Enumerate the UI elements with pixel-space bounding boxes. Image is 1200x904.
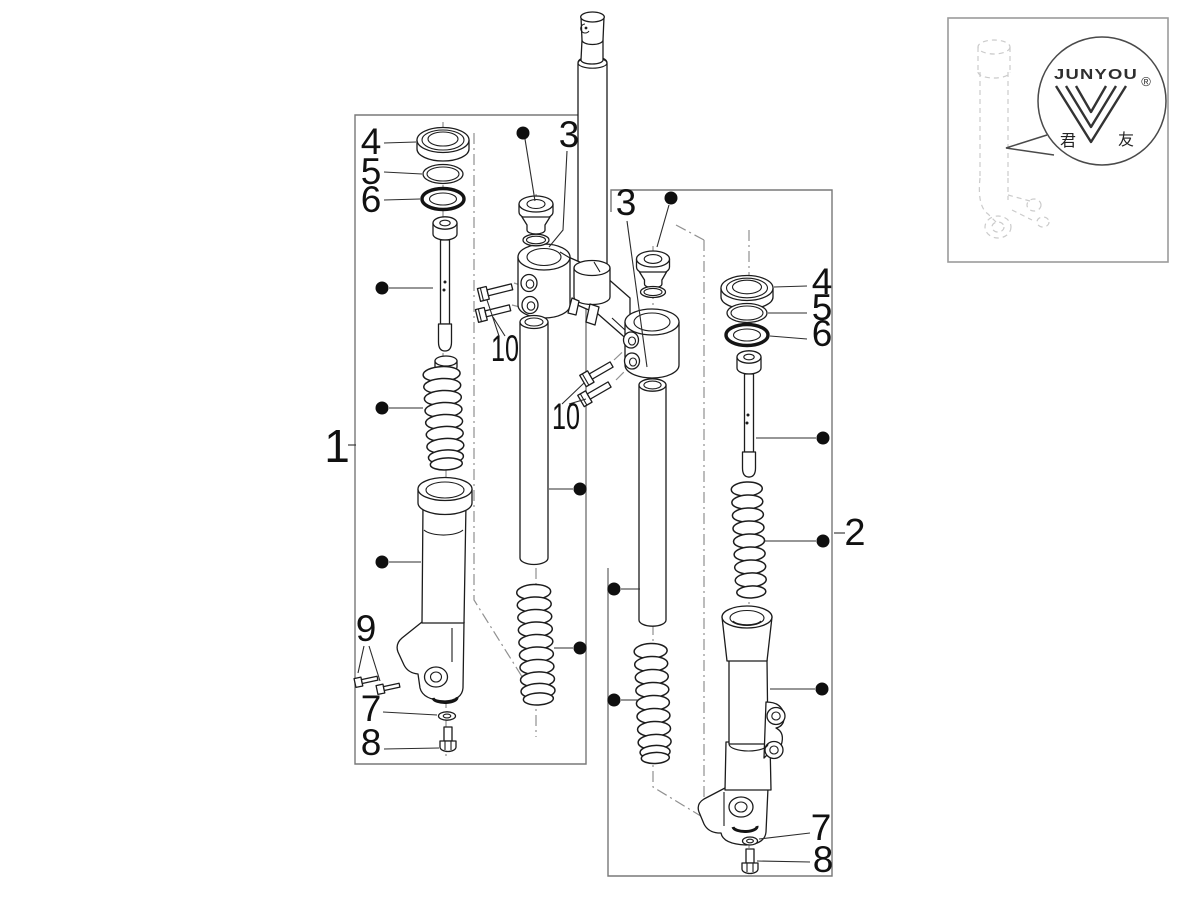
assembly-boxes <box>354 114 833 877</box>
fork-cap-right <box>720 274 774 310</box>
logo-bubble <box>1037 36 1167 166</box>
assembly-box-1 <box>354 114 587 765</box>
fork-sketch <box>977 39 1050 239</box>
steering-stem <box>577 11 608 304</box>
damper-rod-left <box>432 216 458 352</box>
fork-cap-left <box>416 126 470 162</box>
dust-seal-left <box>420 186 466 212</box>
brand-logo-inset: JUNYOU ® 君 友 <box>947 17 1169 263</box>
callout-10-left: 10 <box>491 328 519 369</box>
junyou-v-logo-icon <box>1054 85 1128 144</box>
clamp-bolts-10-left <box>474 283 514 323</box>
callout-6-right: 6 <box>812 313 833 354</box>
lower-spring-right <box>633 642 672 765</box>
fork-leg-left <box>396 476 473 704</box>
brand-wordmark: JUNYOU <box>1054 66 1138 83</box>
callout-6-left: 6 <box>361 179 382 220</box>
registered-trademark-icon: ® <box>1141 74 1151 89</box>
main-spring-left <box>422 365 465 471</box>
washer-ring-right <box>726 302 768 324</box>
callout-4-right: 4 <box>812 261 833 302</box>
callout-7-right: 7 <box>811 807 832 848</box>
steering-bushing-left <box>518 195 554 247</box>
callout-4-left: 4 <box>361 121 382 162</box>
washer-7-right <box>741 836 759 846</box>
callout-3-right: 3 <box>616 182 637 223</box>
assembly-box-2 <box>607 189 833 877</box>
dust-seal-right <box>724 322 770 348</box>
damper-rod-right <box>736 350 762 478</box>
callout-1: 1 <box>324 420 350 472</box>
callout-2: 2 <box>844 512 865 554</box>
washer-7-left <box>437 711 457 721</box>
stanchion-right <box>638 378 667 627</box>
leader-lines <box>348 126 845 863</box>
stanchion-left <box>519 314 549 566</box>
hanzi-right: 友 <box>1118 130 1134 149</box>
callouts: 1 2 3 3 4 5 6 4 5 6 9 7 8 10 10 7 8 <box>324 114 865 880</box>
callout-9: 9 <box>356 608 377 649</box>
hanzi-left: 君 <box>1060 131 1076 150</box>
bolt-8-left <box>439 726 457 753</box>
callout-8-left: 8 <box>361 722 382 763</box>
logo-bubble-tail <box>1005 134 1055 156</box>
callout-7-left: 7 <box>361 688 382 729</box>
callout-5-left: 5 <box>361 151 382 192</box>
triple-clamp <box>517 243 680 379</box>
main-spring-right <box>730 481 767 599</box>
pinch-bolts-9 <box>353 675 401 696</box>
callout-3-left: 3 <box>559 114 580 155</box>
callout-8-right: 8 <box>813 839 834 880</box>
lower-spring-left <box>515 583 556 706</box>
callout-5-right: 5 <box>812 287 833 328</box>
bolt-8-right <box>741 848 759 875</box>
callout-10-right: 10 <box>552 396 580 437</box>
washer-ring-left <box>422 163 464 185</box>
clamp-bolts-10-right <box>577 361 614 408</box>
fork-leg-right <box>697 605 786 846</box>
steering-bushing-right <box>635 250 671 299</box>
